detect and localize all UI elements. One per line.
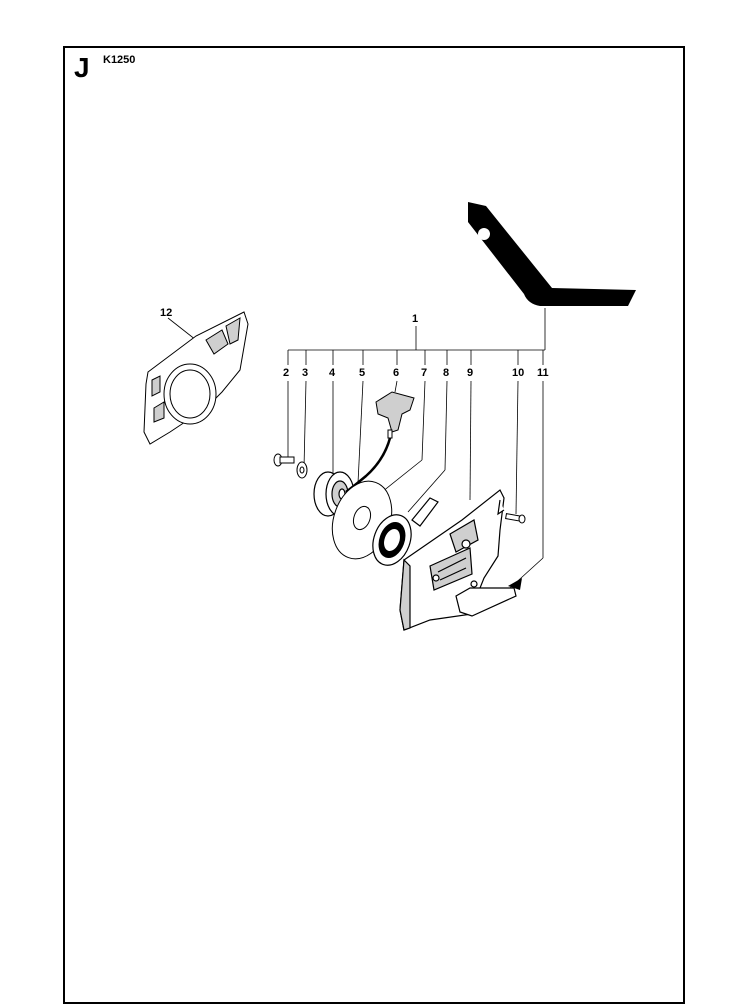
callout-6: 6 (393, 367, 399, 379)
callout-12: 12 (160, 307, 172, 319)
callout-7: 7 (421, 367, 427, 379)
drawing-frame (63, 46, 685, 1004)
part-8-recoil-spring (372, 497, 439, 566)
callout-2: 2 (283, 367, 289, 379)
callout-1: 1 (412, 313, 418, 325)
part-3-washer (296, 461, 308, 479)
callout-4: 4 (329, 367, 336, 379)
part-10-screw (505, 513, 526, 524)
callout-9: 9 (467, 367, 473, 379)
model-label: K1250 (103, 54, 136, 66)
hole-marker (478, 228, 490, 240)
part-6-starter-handle (375, 391, 415, 439)
callout-10: 10 (512, 367, 524, 379)
callout-11: 11 (537, 367, 549, 379)
cover-tab (508, 578, 522, 590)
part-12-housing-plate (143, 311, 249, 445)
callout-3: 3 (302, 367, 308, 379)
callout-5: 5 (359, 367, 365, 379)
wear-strip-graphic (468, 202, 636, 306)
part-9-starter-cover (399, 489, 517, 631)
part-2-bolt (273, 453, 295, 467)
callout-8: 8 (443, 367, 449, 379)
section-letter: J (74, 52, 90, 83)
